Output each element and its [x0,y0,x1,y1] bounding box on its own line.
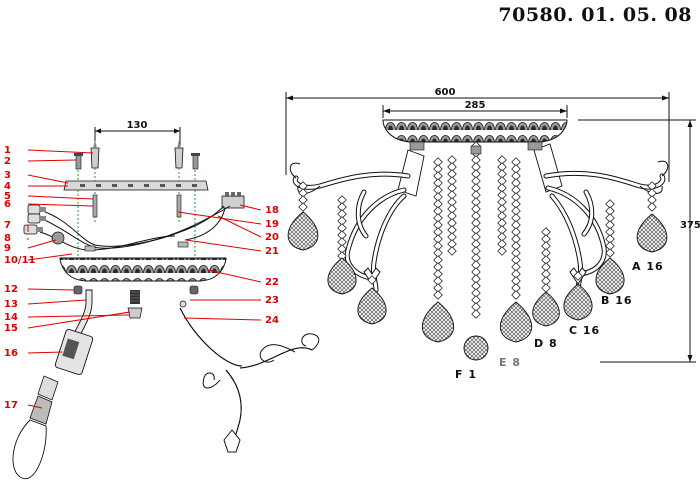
pendant-label-f: F 1 [455,368,477,381]
bead-chain-b-right [605,199,615,258]
part-number-8: 8 [4,233,11,244]
dimension-375-label: 375 [680,220,700,231]
part-number-6: 6 [4,199,11,210]
assembled-canopy [382,119,568,143]
dimension-130: 130 [94,120,181,160]
crystal-drop-a-right [636,213,668,253]
stud-left [92,194,98,218]
crystal-ball-f [463,335,489,361]
crystal-drop-e-left [421,301,455,343]
crystal-drop-b-left [327,257,357,295]
pendant-label-d: D 8 [534,337,558,350]
part-number-7: 7 [4,220,11,231]
article-code: 70580. 01. 05. 08 [498,4,692,26]
threaded-nipple [127,290,143,319]
pendant-label-a: A 16 [632,260,664,273]
mounting-bar [63,180,209,191]
part-number-3: 3 [4,170,11,181]
part-number-18: 18 [265,205,279,216]
crystal-drop-c-left [357,287,387,325]
bead-chain-inner-right [497,155,507,256]
crystal-drop-b-right [595,257,625,295]
crystal-drop-e-right [499,301,533,343]
exploded-view: 130 [12,120,320,480]
part-number-4: 4 [4,181,11,192]
part-number-21: 21 [265,246,279,257]
dimension-600-label: 600 [435,87,456,98]
bead-chain-e-left [433,157,443,300]
bead-chain-inner-left [447,155,457,256]
part-number-10-11: 10/11 [4,255,36,266]
part-number-16: 16 [4,348,18,359]
bead-chain-a-right [647,181,657,212]
wall-anchor-right [174,140,184,169]
candle-bulb [12,375,59,480]
assembly-view: 600 285 375 [285,87,700,381]
pendant-label-b: B 16 [601,294,633,307]
exploded-arm [179,300,320,453]
screw-left [74,153,83,170]
crystal-drop-d [532,291,560,327]
crystal-drop-c-right [563,283,593,321]
screw-right [191,153,200,170]
bead-chain-center [471,141,481,319]
dimension-130-label: 130 [127,120,148,131]
pendant-label-c: C 16 [569,324,600,337]
part-number-24: 24 [265,315,279,326]
bead-chain-d [541,227,551,293]
stud-right [176,194,182,218]
candle-sleeves [397,141,563,197]
bead-chain-c-left [367,275,377,285]
part-number-9: 9 [4,243,11,254]
bead-chain-a-left [298,181,308,212]
lamp-holder [54,328,94,376]
part-number-19: 19 [265,219,279,230]
part-number-2: 2 [4,156,11,167]
part-number-12: 12 [4,284,18,295]
bead-chain-e-right [511,157,521,300]
part-number-23: 23 [265,295,279,306]
part-number-17: 17 [4,400,18,411]
wall-anchor-left [90,140,100,169]
pendant-crystals [287,141,668,361]
part-number-14: 14 [4,312,18,323]
terminal-block [221,192,245,209]
part-number-13: 13 [4,299,18,310]
part-number-5: 5 [4,191,11,202]
cable-glands [23,204,65,245]
bead-chain-b-left [337,195,347,261]
cap-nut-right [189,285,199,295]
pendant-label-e: E 8 [499,356,521,369]
assembled-arms [289,160,669,293]
dimension-285-label: 285 [465,100,486,111]
part-number-22: 22 [265,277,279,288]
cap-nut-left [73,285,83,295]
part-number-15: 15 [4,323,18,334]
part-number-1: 1 [4,145,11,156]
part-number-20: 20 [265,232,279,243]
crystal-drop-a-left [287,211,319,251]
bead-chain-c-right [573,271,583,281]
canopy-base [59,257,227,282]
